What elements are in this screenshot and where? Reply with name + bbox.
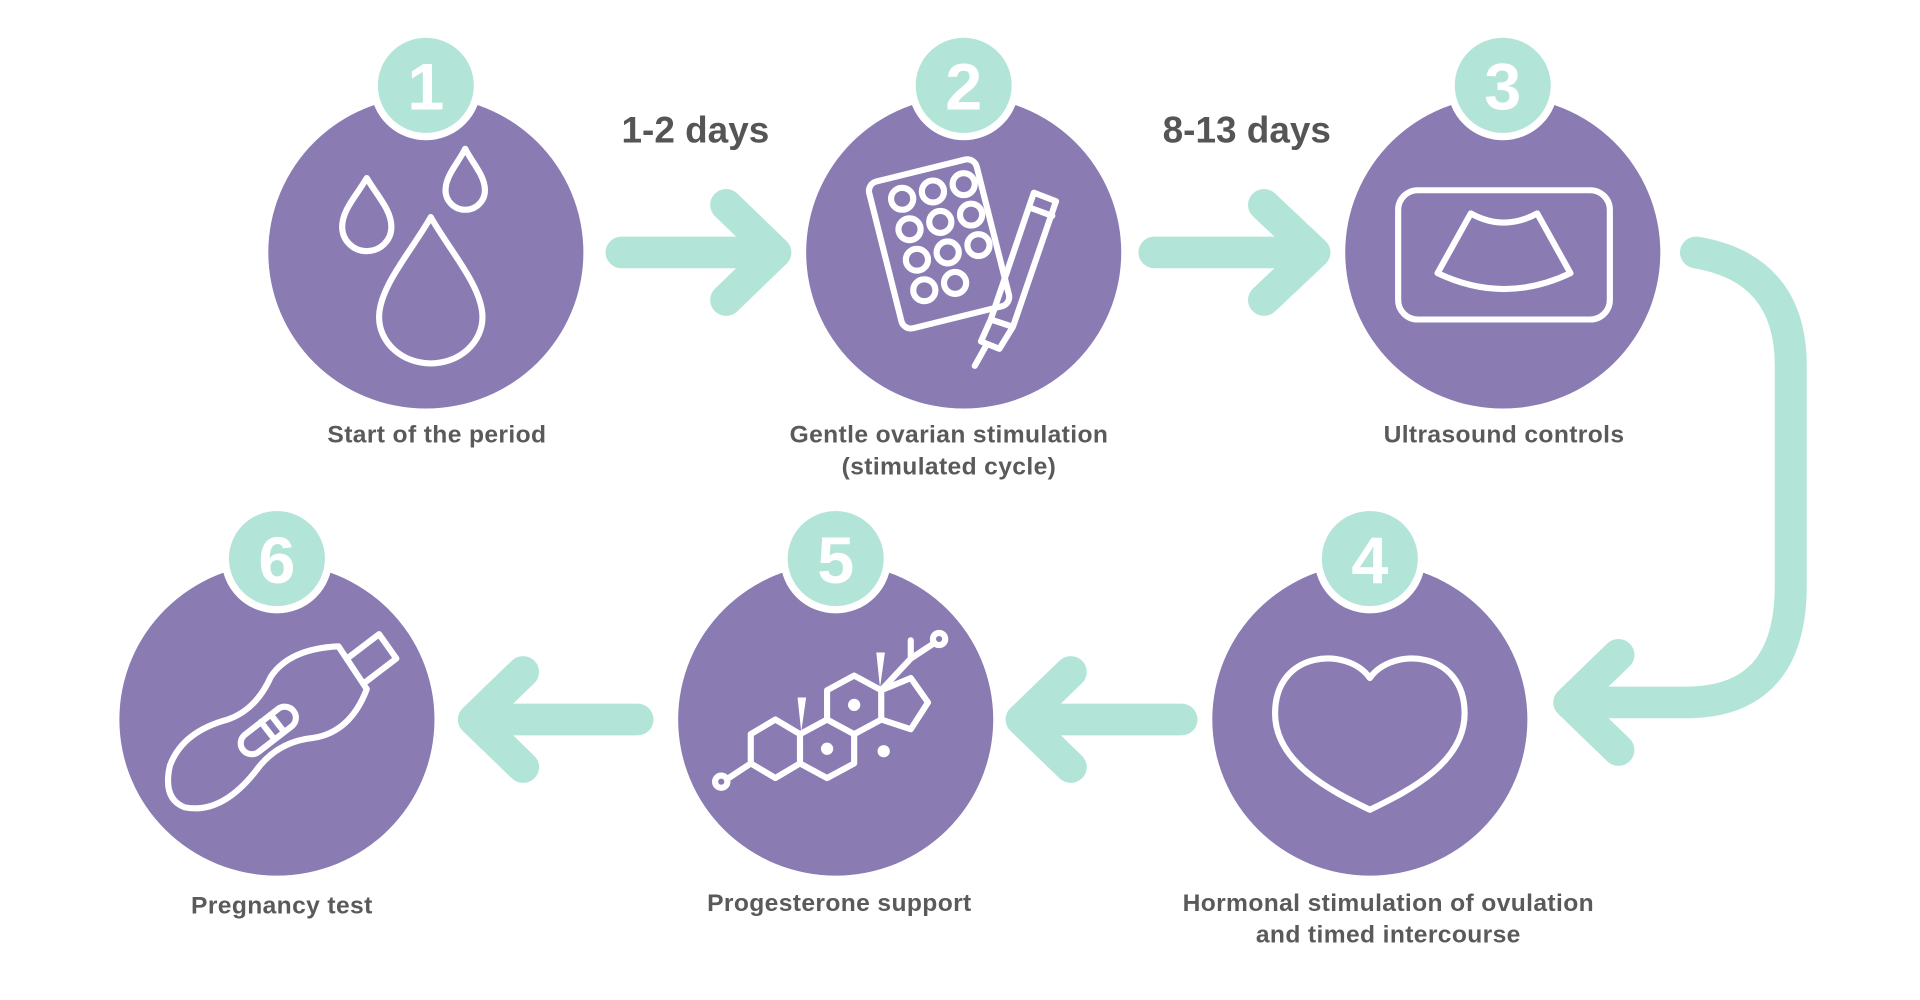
- drops-icon: [339, 145, 489, 367]
- step-number: 6: [258, 524, 295, 598]
- step-label: Pregnancy test: [191, 893, 373, 920]
- molecule-icon: [712, 629, 949, 791]
- step-label-line-1: Hormonal stimulation of ovulation: [1183, 890, 1594, 917]
- step-3: 3 Ultrasound controls: [1345, 30, 1661, 449]
- step-number: 4: [1351, 524, 1388, 598]
- pills-injection-icon: [865, 156, 1060, 369]
- step-label: Start of the period: [327, 422, 546, 449]
- arrow-1-to-2: [605, 189, 792, 316]
- step-label-line-1: Gentle ovarian stimulation: [790, 422, 1109, 449]
- step-5: 5 Progesterone support: [678, 503, 994, 917]
- arrow-3-to-4: [1553, 236, 1807, 766]
- ultrasound-icon: [1395, 187, 1613, 323]
- interval-label-1: 1-2 days: [622, 110, 770, 151]
- step-label: Ultrasound controls: [1384, 422, 1625, 449]
- pregnancy-test-icon: [164, 631, 400, 812]
- step-label: Progesterone support: [707, 890, 971, 917]
- step-4: 4 Hormonal stimulation of ovulation and …: [1183, 503, 1594, 949]
- step-1: 1 Start of the period: [268, 30, 584, 449]
- step-number-badge: [780, 503, 892, 614]
- step-circle: [1212, 563, 1528, 876]
- step-label-line-2: (stimulated cycle): [842, 453, 1057, 480]
- step-circle: [268, 96, 584, 409]
- arrow-2-to-3: [1138, 189, 1331, 316]
- heart-icon: [1272, 655, 1468, 813]
- step-circle: [1345, 96, 1661, 409]
- step-circle: [806, 96, 1122, 409]
- step-number: 1: [407, 51, 444, 125]
- step-number-badge: [908, 30, 1020, 141]
- arrow-5-to-6: [457, 656, 654, 783]
- step-label-line-2: and timed intercourse: [1256, 922, 1521, 949]
- step-number-badge: [1447, 30, 1559, 141]
- step-circle: [678, 563, 994, 876]
- step-number: 5: [817, 524, 854, 598]
- step-2: 2 Gentle ovarian stimulation (stimulated…: [790, 30, 1122, 480]
- step-number-badge: [1314, 503, 1426, 614]
- step-number-badge: [370, 30, 482, 141]
- interval-label-2: 8-13 days: [1163, 110, 1331, 151]
- step-6: 6 Pregnancy test: [119, 503, 435, 920]
- arrow-4-to-5: [1005, 656, 1198, 783]
- step-number: 2: [945, 51, 982, 125]
- step-number: 3: [1484, 51, 1521, 125]
- step-number-badge: [221, 503, 333, 614]
